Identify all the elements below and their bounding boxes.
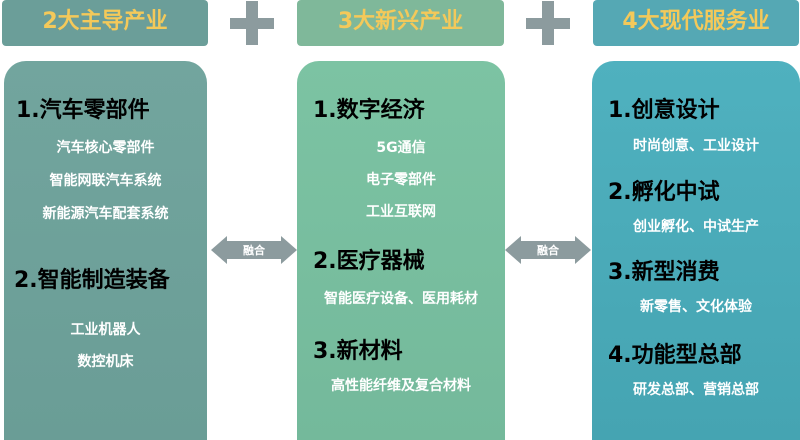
- double-arrow-icon: [505, 236, 591, 264]
- header-modern-services: 4大现代服务业: [593, 0, 799, 46]
- section-title: 2.医疗器械: [313, 249, 425, 274]
- card-modern-services: 1.创意设计 时尚创意、工业设计 2.孵化中试 创业孵化、中试生产 3.新型消费…: [592, 61, 800, 440]
- section-title: 3.新材料: [313, 339, 403, 364]
- section-title: 4.功能型总部: [608, 343, 742, 368]
- section-item: 汽车核心零部件: [56, 140, 155, 156]
- fusion-label: 融合: [243, 244, 265, 257]
- header-emerging-industries: 3大新兴产业: [297, 0, 504, 46]
- card-leading-industries: 1.汽车零部件 汽车核心零部件 智能网联汽车系统 新能源汽车配套系统 2.智能制…: [4, 61, 207, 440]
- section-title: 1.汽车零部件: [16, 98, 150, 123]
- section-item: 新能源汽车配套系统: [42, 206, 169, 222]
- section-title: 3.新型消费: [608, 260, 720, 285]
- plus-icon: [526, 1, 570, 45]
- plus-icon: [230, 1, 274, 45]
- section-item: 高性能纤维及复合材料: [331, 378, 471, 394]
- section-item: 研发总部、营销总部: [633, 382, 759, 398]
- double-arrow-icon: [211, 236, 297, 264]
- card-emerging-industries: 1.数字经济 5G通信 电子零部件 工业互联网 2.医疗器械 智能医疗设备、医用…: [297, 61, 505, 440]
- fusion-arrow: 融合: [211, 236, 297, 264]
- section-title: 1.创意设计: [608, 98, 720, 123]
- section-item: 创业孵化、中试生产: [633, 219, 759, 235]
- section-item: 新零售、文化体验: [640, 299, 752, 315]
- fusion-arrow: 融合: [505, 236, 591, 264]
- fusion-label: 融合: [537, 244, 559, 257]
- header-leading-industries: 2大主导产业: [2, 0, 208, 46]
- section-item: 工业互联网: [366, 204, 436, 220]
- section-title: 2.孵化中试: [608, 180, 720, 205]
- section-item: 5G通信: [376, 140, 426, 156]
- section-item: 数控机床: [77, 354, 134, 370]
- section-item: 智能医疗设备、医用耗材: [324, 291, 478, 307]
- section-item: 电子零部件: [366, 172, 436, 188]
- section-title: 1.数字经济: [313, 98, 425, 123]
- section-item: 时尚创意、工业设计: [633, 138, 759, 154]
- section-item: 工业机器人: [70, 322, 141, 338]
- section-item: 智能网联汽车系统: [49, 173, 162, 189]
- section-title: 2.智能制造装备: [14, 268, 170, 293]
